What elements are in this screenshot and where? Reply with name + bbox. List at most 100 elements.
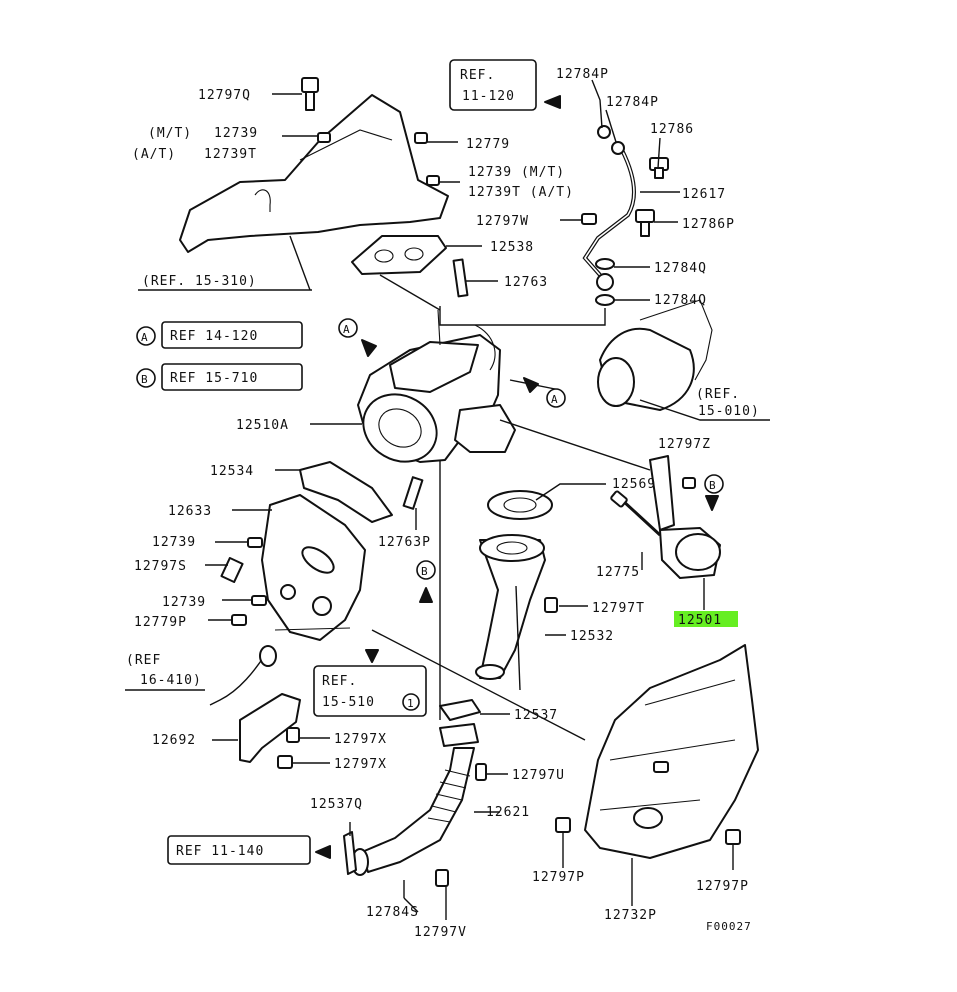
wastegate-actuator-12501 [610, 455, 721, 579]
ref-15-710-text: REF 15-710 [170, 371, 258, 386]
label-12510a: 12510A [236, 418, 289, 433]
label-12501: 12501 [678, 613, 722, 628]
bolt-12797p-right [725, 829, 741, 845]
ref-box-15-510: REF. 15-510 1 [313, 665, 427, 717]
heat-protector-12732p [584, 644, 759, 859]
gasket-12537q [343, 831, 357, 875]
oil-pipe-12617 [582, 149, 636, 277]
label-12775: 12775 [596, 565, 640, 580]
bolt-12797w [581, 213, 597, 225]
turbocharger-12510a [357, 309, 516, 463]
ref-11-120-number: 11-120 [462, 89, 515, 104]
bolt-12797p-left [555, 817, 571, 833]
ref-15-310: (REF. 15-310) [142, 274, 257, 289]
label-12763p: 12763P [378, 535, 431, 550]
bolt-12797q [301, 77, 319, 111]
ref-16-410-line1: (REF [126, 653, 161, 668]
gasket-12534 [299, 461, 393, 523]
label-12797q: 12797Q [198, 88, 251, 103]
label-12797w: 12797W [476, 214, 529, 229]
marker-a-1-text: A [343, 323, 351, 336]
label-12537: 12537 [514, 708, 558, 723]
gasket-12537 [439, 699, 481, 721]
ref-15-010-line1: (REF. [696, 387, 740, 402]
figure-code: F00027 [706, 920, 752, 933]
leader-lines [125, 79, 770, 920]
label-12569: 12569 [612, 477, 656, 492]
label-12784p-a: 12784P [556, 67, 609, 82]
bolt-12797u [475, 763, 487, 781]
ref-15-510-number: 15-510 [322, 695, 375, 710]
label-12739-mt: 12739 [214, 126, 258, 141]
ref-11-120-label: REF. [460, 68, 495, 83]
label-12739-l2: 12739 [162, 595, 206, 610]
label-12617: 12617 [682, 187, 726, 202]
label-12784q-b: 12784Q [654, 293, 707, 308]
ref-box-11-140: REF 11-140 [167, 835, 311, 865]
heat-protector-upper [179, 94, 449, 253]
clip-12779 [414, 132, 428, 144]
front-pipe-12621 [351, 723, 479, 876]
exhaust-fitting-12633 [261, 494, 366, 641]
label-12797z: 12797Z [658, 437, 711, 452]
label-12797v: 12797V [414, 925, 467, 940]
stud-12763p [402, 476, 424, 510]
ref-16-410-line2: 16-410) [140, 673, 202, 688]
label-12797s: 12797S [134, 559, 187, 574]
label-12797p-a: 12797P [532, 870, 585, 885]
marker-a-2-text: A [551, 393, 559, 406]
label-mt-prefix: (M/T) [148, 126, 192, 141]
exhaust-pipe-12532 [475, 534, 546, 680]
label-12786p: 12786P [682, 217, 735, 232]
label-12784q-a: 12784Q [654, 261, 707, 276]
label-12784p-b: 12784P [606, 95, 659, 110]
label-12732p: 12732P [604, 908, 657, 923]
ref-15-510-index: 1 [407, 697, 415, 710]
gasket-12569 [487, 490, 553, 520]
label-12779p: 12779P [134, 615, 187, 630]
bolt-12797x-a [286, 727, 300, 743]
label-12538: 12538 [490, 240, 534, 255]
label-12739-l1: 12739 [152, 535, 196, 550]
bolt-12797v [435, 869, 449, 887]
label-12784s: 12784S [366, 905, 419, 920]
ref-15-010-line2: 15-010) [698, 404, 760, 419]
label-12739-top2: 12739 (M/T) [468, 165, 565, 180]
stud-12763 [452, 258, 469, 298]
bolt-12797s [220, 556, 244, 584]
label-at-prefix: (A/T) [132, 147, 176, 162]
ref-14-120-text: REF 14-120 [170, 329, 258, 344]
label-12797p-b: 12797P [696, 879, 749, 894]
label-12797x-b: 12797X [334, 757, 387, 772]
label-12739t-at: 12739T [204, 147, 257, 162]
marker-a-1: A [338, 318, 358, 338]
ref-box-11-120: REF. 11-120 [449, 59, 537, 111]
label-12763: 12763 [504, 275, 548, 290]
nut-12739-right [426, 175, 440, 186]
label-12797t: 12797T [592, 601, 645, 616]
marker-b-1-text: B [709, 479, 717, 492]
label-12797x-a: 12797X [334, 732, 387, 747]
gasket-12538 [351, 235, 447, 275]
label-12692: 12692 [152, 733, 196, 748]
highlight-12501 [674, 611, 738, 627]
bolt-12786 [649, 157, 669, 179]
marker-a-legend: A [141, 331, 149, 344]
bolt-12786p [635, 209, 655, 237]
label-12633: 12633 [168, 504, 212, 519]
ref-15-510-label: REF. [322, 674, 357, 689]
bracket-12692 [239, 693, 301, 763]
part-labels: 12797Q (M/T) 12739 (A/T) 12739T 12779 12… [132, 67, 752, 940]
label-12532: 12532 [570, 629, 614, 644]
nut-12739 [317, 132, 331, 143]
bolt-12797x-b [277, 755, 293, 769]
arrows [315, 95, 719, 859]
ref-b-15-710: B REF 15-710 [136, 363, 303, 391]
label-12786: 12786 [650, 122, 694, 137]
intake-hose-15-010 [597, 299, 713, 411]
ref-a-14-120: A REF 14-120 [136, 321, 303, 349]
label-12779: 12779 [466, 137, 510, 152]
label-12739t-top2: 12739T (A/T) [468, 185, 574, 200]
marker-b-legend: B [141, 373, 149, 386]
